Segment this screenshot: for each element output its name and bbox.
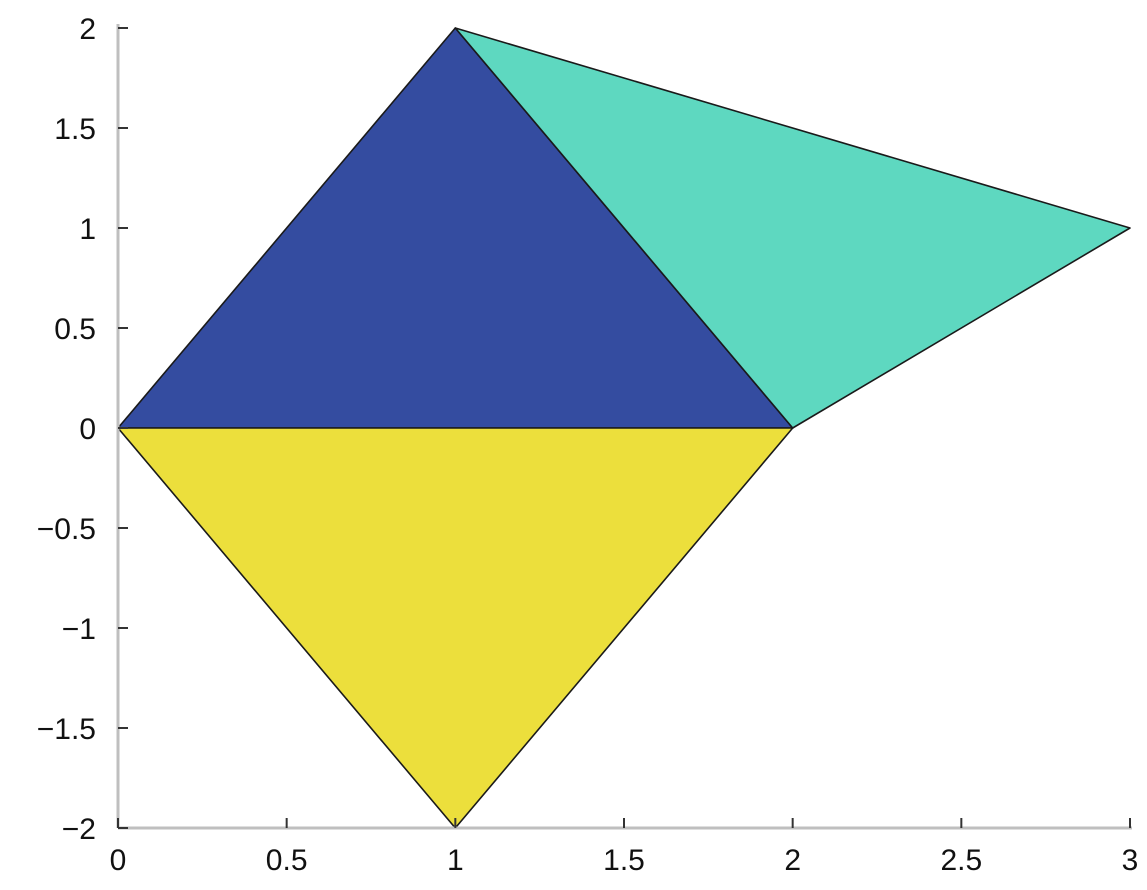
y-tick-label: 0.5 [54,313,96,346]
y-tick-label: −1.5 [37,713,96,746]
y-ticks: 2 1.5 1 0.5 0 −0.5 −1 −1.5 −2 [37,13,128,846]
x-tick-label: 2.5 [940,844,982,877]
y-tick-label: 0 [79,413,96,446]
y-tick-label: 1.5 [54,113,96,146]
x-ticks: 0 0.5 1 1.5 2 2.5 3 [110,818,1139,877]
x-tick-label: 1 [447,844,464,877]
x-tick-label: 1.5 [603,844,645,877]
y-tick-label: −2 [62,813,96,846]
polygon-1 [454,27,1131,429]
x-tick-label: 0.5 [266,844,308,877]
polygon-patches [117,27,1131,829]
x-tick-label: 0 [110,844,127,877]
x-tick-label: 2 [784,844,801,877]
y-tick-label: 1 [79,213,96,246]
y-tick-label: −0.5 [37,513,96,546]
y-tick-label: 2 [79,13,96,46]
polygon-2 [117,427,794,829]
y-tick-label: −1 [62,613,96,646]
x-tick-label: 3 [1122,844,1139,877]
